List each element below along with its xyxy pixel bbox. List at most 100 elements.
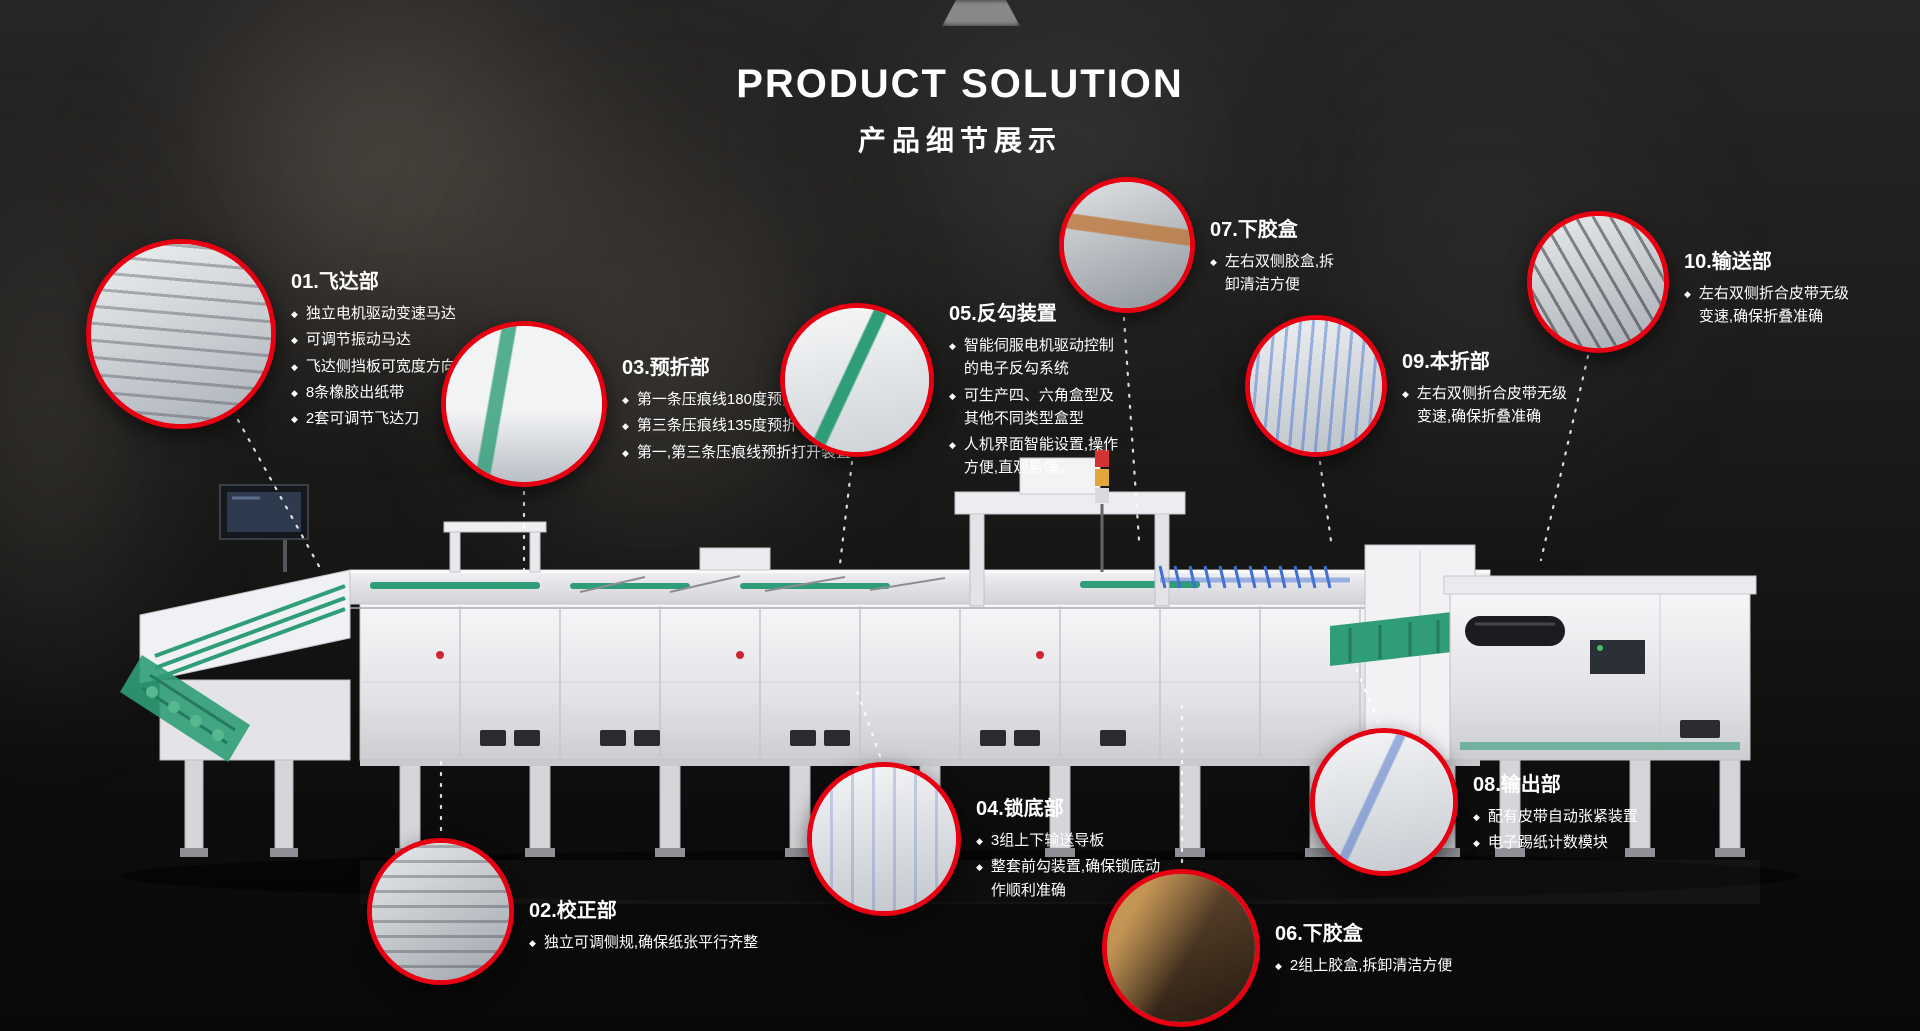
callout-bullets: ◆3组上下输送导板 ◆整套前勾装置,确保锁底动作顺利准确: [976, 829, 1161, 902]
diamond-bullet-icon: ◆: [291, 309, 298, 319]
connector-line-10: [1539, 354, 1590, 562]
machine-gantry: [954, 457, 1186, 607]
connector-line-09: [1318, 460, 1334, 550]
diamond-bullet-icon: ◆: [949, 341, 956, 351]
diamond-bullet-icon: ◆: [949, 440, 956, 450]
callout-bullets: ◆ 2组上胶盒,拆卸清洁方便: [1275, 954, 1545, 977]
bullet-text: 2套可调节飞达刀: [305, 410, 420, 427]
signal-tower: [1095, 444, 1109, 572]
callout-title: 03.预折部: [622, 357, 710, 379]
callout-06-lower-gluebox: 06.下胶盒 ◆ 2组上胶盒,拆卸清洁方便: [1102, 869, 1545, 1027]
callout-title: 05.反勾装置: [949, 303, 1057, 325]
callout-01-feeder: 01.飞达部 ◆独立电机驱动变速马达 ◆可调节振动马达 ◆飞达侧挡板可宽度方向微…: [86, 239, 501, 433]
machine-feeder: [120, 569, 351, 762]
callout-bullets: ◆ 左右双侧折合皮带无级变速,确保折叠准确: [1402, 382, 1567, 429]
callout-09-photo-ring: [1245, 315, 1387, 457]
callout-title: 08.输出部: [1473, 774, 1561, 796]
callout-03-prefold: 03.预折部 ◆第一条压痕线180度预折 ◆第三条压痕线135度预折 ◆第一,第…: [441, 321, 872, 487]
bullet-text: 智能伺服电机驱动控制的电子反勾系统: [963, 337, 1114, 378]
page-title: PRODUCT SOLUTION: [736, 62, 1184, 106]
diamond-bullet-icon: ◆: [976, 836, 983, 846]
callout-05-photo: [785, 308, 929, 452]
callout-03-photo-ring: [441, 321, 607, 487]
callout-bullets: ◆独立电机驱动变速马达 ◆可调节振动马达 ◆飞达侧挡板可宽度方向微调 ◆8条橡胶…: [291, 302, 501, 430]
backdrop-highlight: [942, 0, 1020, 26]
diamond-bullet-icon: ◆: [529, 938, 536, 948]
diamond-bullet-icon: ◆: [291, 335, 298, 346]
callout-08-output: 08.输出部 ◆ 配有皮带自动张紧装置 ◆ 电子踢纸计数模块: [1310, 728, 1683, 876]
bullet-text: 2组上胶盒,拆卸清洁方便: [1289, 957, 1453, 974]
callout-05-antihook: 05.反勾装置 ◆ 智能伺服电机驱动控制的电子反勾系统 ◆ 可生产四、六角盒型及其他…: [780, 303, 1119, 483]
diamond-bullet-icon: ◆: [291, 414, 298, 424]
bullet-text: 第三条压痕线135度预折: [636, 417, 797, 435]
callout-07-photo-ring: [1059, 177, 1195, 313]
diamond-bullet-icon: ◆: [1275, 961, 1282, 971]
callout-06-photo: [1107, 874, 1255, 1022]
bullet-text: 整套前勾装置,确保锁底动作顺利准确: [990, 858, 1161, 899]
diamond-bullet-icon: ◆: [1473, 812, 1480, 822]
diamond-bullet-icon: ◆: [1402, 389, 1409, 399]
callout-02-photo-ring: [367, 838, 514, 985]
callout-title: 02.校正部: [529, 900, 617, 922]
diamond-bullet-icon: ◆: [949, 390, 956, 401]
callout-02-photo: [372, 843, 509, 980]
connector-line-01: [236, 418, 322, 570]
diamond-bullet-icon: ◆: [291, 387, 298, 398]
callout-07-photo: [1064, 182, 1190, 308]
bullet-text: 独立可调侧规,确保纸张平行齐整: [543, 934, 759, 951]
callout-title: 06.下胶盒: [1275, 923, 1363, 945]
bullet-text: 电子踢纸计数模块: [1487, 834, 1608, 852]
callout-01-photo: [91, 244, 271, 424]
bullet-text: 左右双侧胶盒,拆卸清洁方便: [1224, 253, 1335, 294]
callout-bullets: ◆ 左右双侧折合皮带无级变速,确保折叠准确: [1684, 282, 1854, 329]
callout-bullets: ◆ 智能伺服电机驱动控制的电子反勾系统 ◆ 可生产四、六角盒型及其他不同类型盒型 ◆…: [949, 334, 1119, 480]
callout-04-photo-ring: [807, 762, 961, 916]
callout-03-photo: [446, 326, 602, 482]
machine-blue-combs: [1158, 565, 1350, 589]
bullet-text: 左右双侧折合皮带无级变速,确保折叠准确: [1698, 285, 1849, 326]
callout-10-photo: [1532, 216, 1664, 348]
diamond-bullet-icon: ◆: [622, 447, 629, 458]
bullet-text: 第一条压痕线180度预折: [636, 391, 797, 408]
callout-09-photo: [1250, 320, 1382, 452]
diamond-bullet-icon: ◆: [1473, 838, 1480, 849]
callout-08-photo: [1315, 733, 1453, 871]
callout-01-photo-ring: [86, 239, 276, 429]
callout-title: 01.飞达部: [291, 271, 379, 293]
callout-08-photo-ring: [1310, 728, 1458, 876]
callout-10-conveying: 10.输送部 ◆ 左右双侧折合皮带无级变速,确保折叠准确: [1527, 211, 1854, 353]
callout-bullets: ◆ 配有皮带自动张紧装置 ◆ 电子踢纸计数模块: [1473, 805, 1683, 855]
connector-line-07: [1122, 316, 1141, 542]
callout-02-aligning: 02.校正部 ◆ 独立可调侧规,确保纸张平行齐整: [367, 838, 789, 985]
connector-line-08: [1354, 666, 1380, 724]
callout-bullets: ◆ 左右双侧胶盒,拆卸清洁方便: [1210, 250, 1345, 297]
bullet-text: 人机界面智能设置,操作方便,直观易懂。: [963, 436, 1119, 477]
machine-monitor: [219, 484, 309, 572]
callout-05-photo-ring: [780, 303, 934, 457]
callout-04-photo: [812, 767, 956, 911]
machine-delivery-unit: [1330, 575, 1757, 761]
callout-04-bottomlock: 04.锁底部 ◆3组上下输送导板 ◆整套前勾装置,确保锁底动作顺利准确: [807, 762, 1161, 916]
bullet-text: 可生产四、六角盒型及其他不同类型盒型: [963, 386, 1114, 427]
bullet-text: 可调节振动马达: [305, 331, 411, 349]
callout-06-photo-ring: [1102, 869, 1260, 1027]
callout-07-upper-gluebox: 07.下胶盒 ◆ 左右双侧胶盒,拆卸清洁方便: [1059, 177, 1345, 313]
diamond-bullet-icon: ◆: [622, 395, 629, 405]
callout-title: 04.锁底部: [976, 798, 1064, 820]
bullet-text: 独立电机驱动变速马达: [305, 305, 456, 322]
diamond-bullet-icon: ◆: [976, 862, 983, 873]
callout-title: 09.本折部: [1402, 351, 1490, 373]
callout-09-folding: 09.本折部 ◆ 左右双侧折合皮带无级变速,确保折叠准确: [1245, 315, 1567, 457]
page-subtitle: 产品细节展示: [857, 125, 1062, 156]
diamond-bullet-icon: ◆: [1684, 289, 1691, 299]
diamond-bullet-icon: ◆: [622, 421, 629, 432]
callout-title: 10.输送部: [1684, 251, 1772, 273]
bullet-text: 左右双侧折合皮带无级变速,确保折叠准确: [1416, 385, 1567, 426]
section-header: PRODUCT SOLUTION 产品细节展示: [0, 62, 1920, 159]
bullet-text: 配有皮带自动张紧装置: [1487, 808, 1638, 825]
callout-title: 07.下胶盒: [1210, 219, 1298, 241]
diamond-bullet-icon: ◆: [1210, 257, 1217, 267]
callout-10-photo-ring: [1527, 211, 1669, 353]
connector-line-04: [854, 686, 882, 758]
